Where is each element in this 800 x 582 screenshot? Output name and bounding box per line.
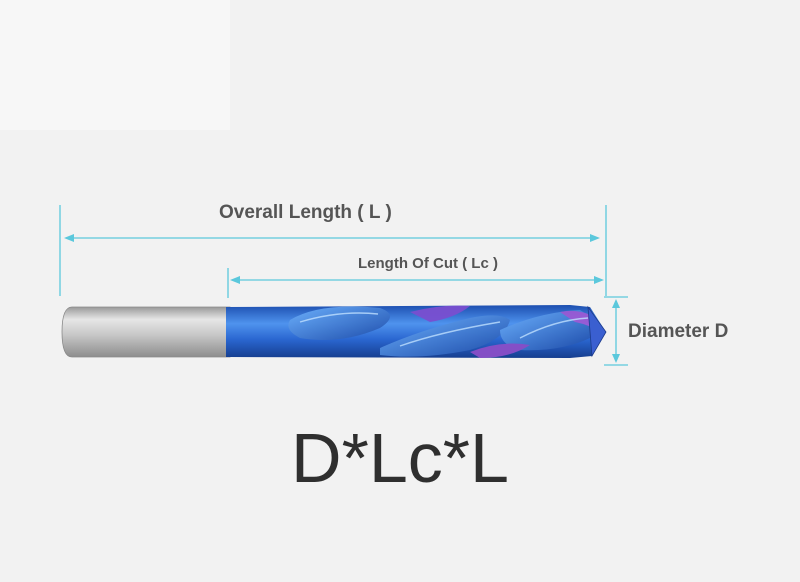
drill-shank (61, 306, 231, 358)
drill-tip (587, 305, 607, 358)
diameter-label: Diameter D (628, 321, 729, 342)
overall-length-dimension (59, 205, 607, 296)
background-panel (0, 0, 230, 130)
size-formula: D*Lc*L (291, 419, 509, 497)
drill-bit (61, 305, 607, 358)
length-of-cut-label: Length Of Cut ( Lc ) (358, 255, 498, 272)
diameter-dimension (604, 296, 628, 366)
length-of-cut-dimension (227, 268, 604, 298)
overall-length-label: Overall Length ( L ) (219, 202, 392, 223)
drill-highlights (299, 312, 589, 347)
